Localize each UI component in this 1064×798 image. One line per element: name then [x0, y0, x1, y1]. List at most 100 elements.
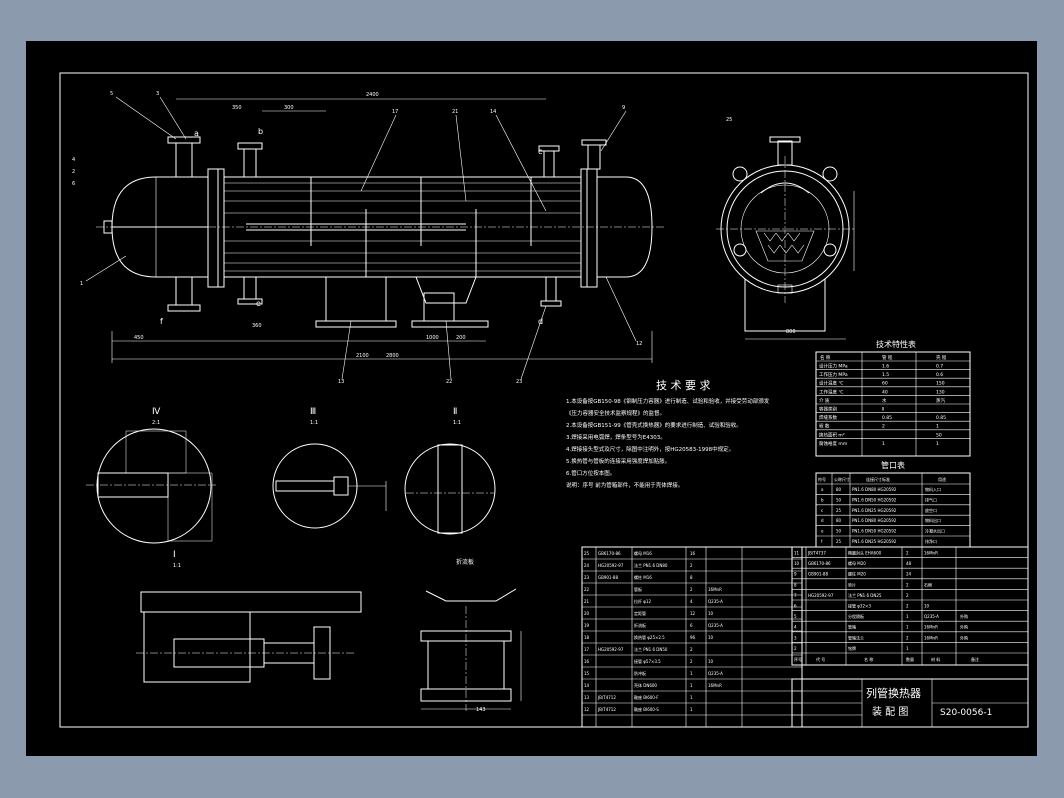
- bom-cell: 20: [584, 611, 590, 616]
- bom-cell: 2: [690, 587, 693, 592]
- title-number: S20-0056-1: [940, 708, 992, 718]
- bom-cell: 1: [690, 683, 693, 688]
- tech-requirements: 技 术 要 求 1.本设备按GB150-98《钢制压力容器》进行制造、试验和验收…: [566, 379, 770, 489]
- callout: 12: [636, 341, 642, 347]
- bom-cell: 10: [794, 561, 800, 566]
- bom-cell: 8: [690, 575, 693, 580]
- baffle-detail-label: 折流板: [456, 558, 474, 566]
- bom-cell: 2: [906, 593, 909, 598]
- callout: 22: [446, 379, 452, 385]
- bom-cell: 折流板: [634, 622, 646, 628]
- tech-requirement-line: 《压力容器安全技术监察规程》的监督。: [566, 409, 665, 417]
- bom-cell: 换热管 φ25×2.5: [634, 634, 665, 640]
- bom-cell: 10: [708, 635, 714, 640]
- section-scale: 1:1: [310, 420, 318, 426]
- dim-value: 450: [134, 335, 144, 341]
- spec-cell: 换热面积 m²: [819, 431, 845, 438]
- nozzle-header: 用途: [938, 476, 946, 482]
- spec-cell: 50: [936, 432, 942, 438]
- bom-cell: 接管 φ57×3.5: [634, 658, 661, 664]
- bom-cell: 管板: [634, 586, 642, 592]
- callout: 9: [622, 105, 625, 111]
- dim-value: 2100: [356, 353, 369, 359]
- bom-cell: 石棉: [924, 581, 932, 587]
- nozzle-cell: PN1.6 DN25 HG20592: [852, 508, 897, 513]
- spec-cell: 程 数: [819, 423, 830, 430]
- callout: 5: [110, 91, 113, 97]
- spec-cell: 150: [936, 381, 945, 387]
- dim-value: 2800: [386, 353, 399, 359]
- callout: 4: [72, 157, 75, 163]
- bom-cell: 1: [906, 614, 909, 619]
- bom-cell: GB901-88: [598, 575, 618, 580]
- section-scale: 2:1: [152, 420, 160, 426]
- nozzle-letter-b: b: [258, 127, 263, 136]
- nozzle-cell: 冷凝水出口: [925, 528, 945, 534]
- bom-cell: 2: [690, 563, 693, 568]
- bom-cell: 18: [584, 635, 590, 640]
- nozzle-cell: f: [821, 539, 823, 544]
- bom-cell: GB6170-86: [598, 551, 621, 556]
- nozzle-cell: e: [821, 529, 824, 534]
- nozzle-cell: 50: [836, 529, 842, 534]
- bom-cell: 10: [924, 604, 930, 609]
- bom-cell: 2: [906, 582, 909, 587]
- callout: 23: [516, 379, 522, 385]
- spec-table-heading: 技术特性表: [876, 339, 916, 349]
- spec-cell: 130: [936, 389, 945, 395]
- bom-cell: 定距管: [634, 610, 646, 616]
- spec-cell: 0.85: [882, 415, 892, 421]
- bom-cell: 11: [794, 551, 800, 556]
- tech-requirement-line: 2.本设备按GB151-99《管壳式换热器》的要求进行制造、试验和验收。: [566, 421, 742, 429]
- bom-cell: 6: [690, 623, 693, 628]
- bom-cell: 16MnR: [924, 551, 938, 556]
- section-label-iv: Ⅳ: [152, 407, 161, 417]
- bom-cell: 96: [690, 635, 696, 640]
- title-view: 装 配 图: [872, 705, 908, 718]
- nozzle-cell: 排气口: [925, 496, 937, 502]
- nozzle-table-heading: 管口表: [881, 460, 905, 470]
- spec-cell: 容器类别: [819, 406, 837, 413]
- spec-cell: 工作温度 ℃: [819, 388, 843, 395]
- dim-value: 300: [284, 105, 294, 111]
- bom-cell: 法兰 PN1.6 DN80: [634, 562, 668, 568]
- bom-cell: 25: [584, 551, 590, 556]
- nozzle-letter-c: c: [538, 147, 542, 156]
- spec-cell: 设计压力 MPa: [819, 363, 848, 370]
- tech-requirement-line: 5.换热管与管板的连接采用强度焊加贴胀。: [566, 457, 670, 465]
- section-details: Ⅳ 2:1 Ⅲ 1:1 Ⅱ 1:1 Ⅰ 1:1: [86, 407, 522, 711]
- spec-cell: 工作压力 MPa: [819, 371, 848, 378]
- cad-drawing: a b c d e f 350 300 2400 1000 200 2100 4…: [59, 72, 1029, 728]
- spec-header: 壳 程: [936, 354, 947, 361]
- spec-cell: Ⅱ: [882, 407, 884, 413]
- bom-cell: 3: [794, 635, 797, 640]
- spec-cell: 焊缝系数: [819, 414, 837, 421]
- bom-cell: 4: [690, 599, 693, 604]
- bom-cell: Q235-A: [924, 614, 939, 619]
- bom-cell: 13: [584, 695, 590, 700]
- callout: 17: [392, 109, 398, 115]
- inner-frame: [59, 72, 1029, 728]
- bom-cell: 螺柱 M16: [634, 574, 652, 580]
- dim-value: 800: [786, 329, 796, 335]
- spec-cell: 1.5: [882, 372, 889, 378]
- bom-header: 备注: [971, 656, 979, 662]
- bom-cell: 21: [584, 599, 590, 604]
- spec-cell: 蒸汽: [936, 397, 945, 404]
- bom-cell: 管箱法兰: [848, 634, 864, 640]
- callout: 1: [80, 281, 83, 287]
- bom-cell: 法兰 PN1.6 DN50: [634, 646, 668, 652]
- nozzle-letters: a b c d e f: [160, 127, 543, 326]
- tech-requirement-line: 4.焊接接头型式及尺寸，除图中注明外，按HG20583-1998中规定。: [566, 445, 734, 453]
- bom-cell: 铭牌: [848, 645, 856, 651]
- bom-cell: 法兰 PN1.6 DN25: [848, 592, 882, 598]
- bom-cell: 螺柱 M20: [848, 571, 866, 577]
- nozzle-cell: d: [821, 518, 824, 523]
- bom-cell: GB901-88: [808, 572, 828, 577]
- bom-cell: 外购: [960, 624, 968, 630]
- bom-cell: 分程隔板: [848, 613, 864, 619]
- bom-cell: 1: [906, 625, 909, 630]
- bom-cell: 8: [794, 582, 797, 587]
